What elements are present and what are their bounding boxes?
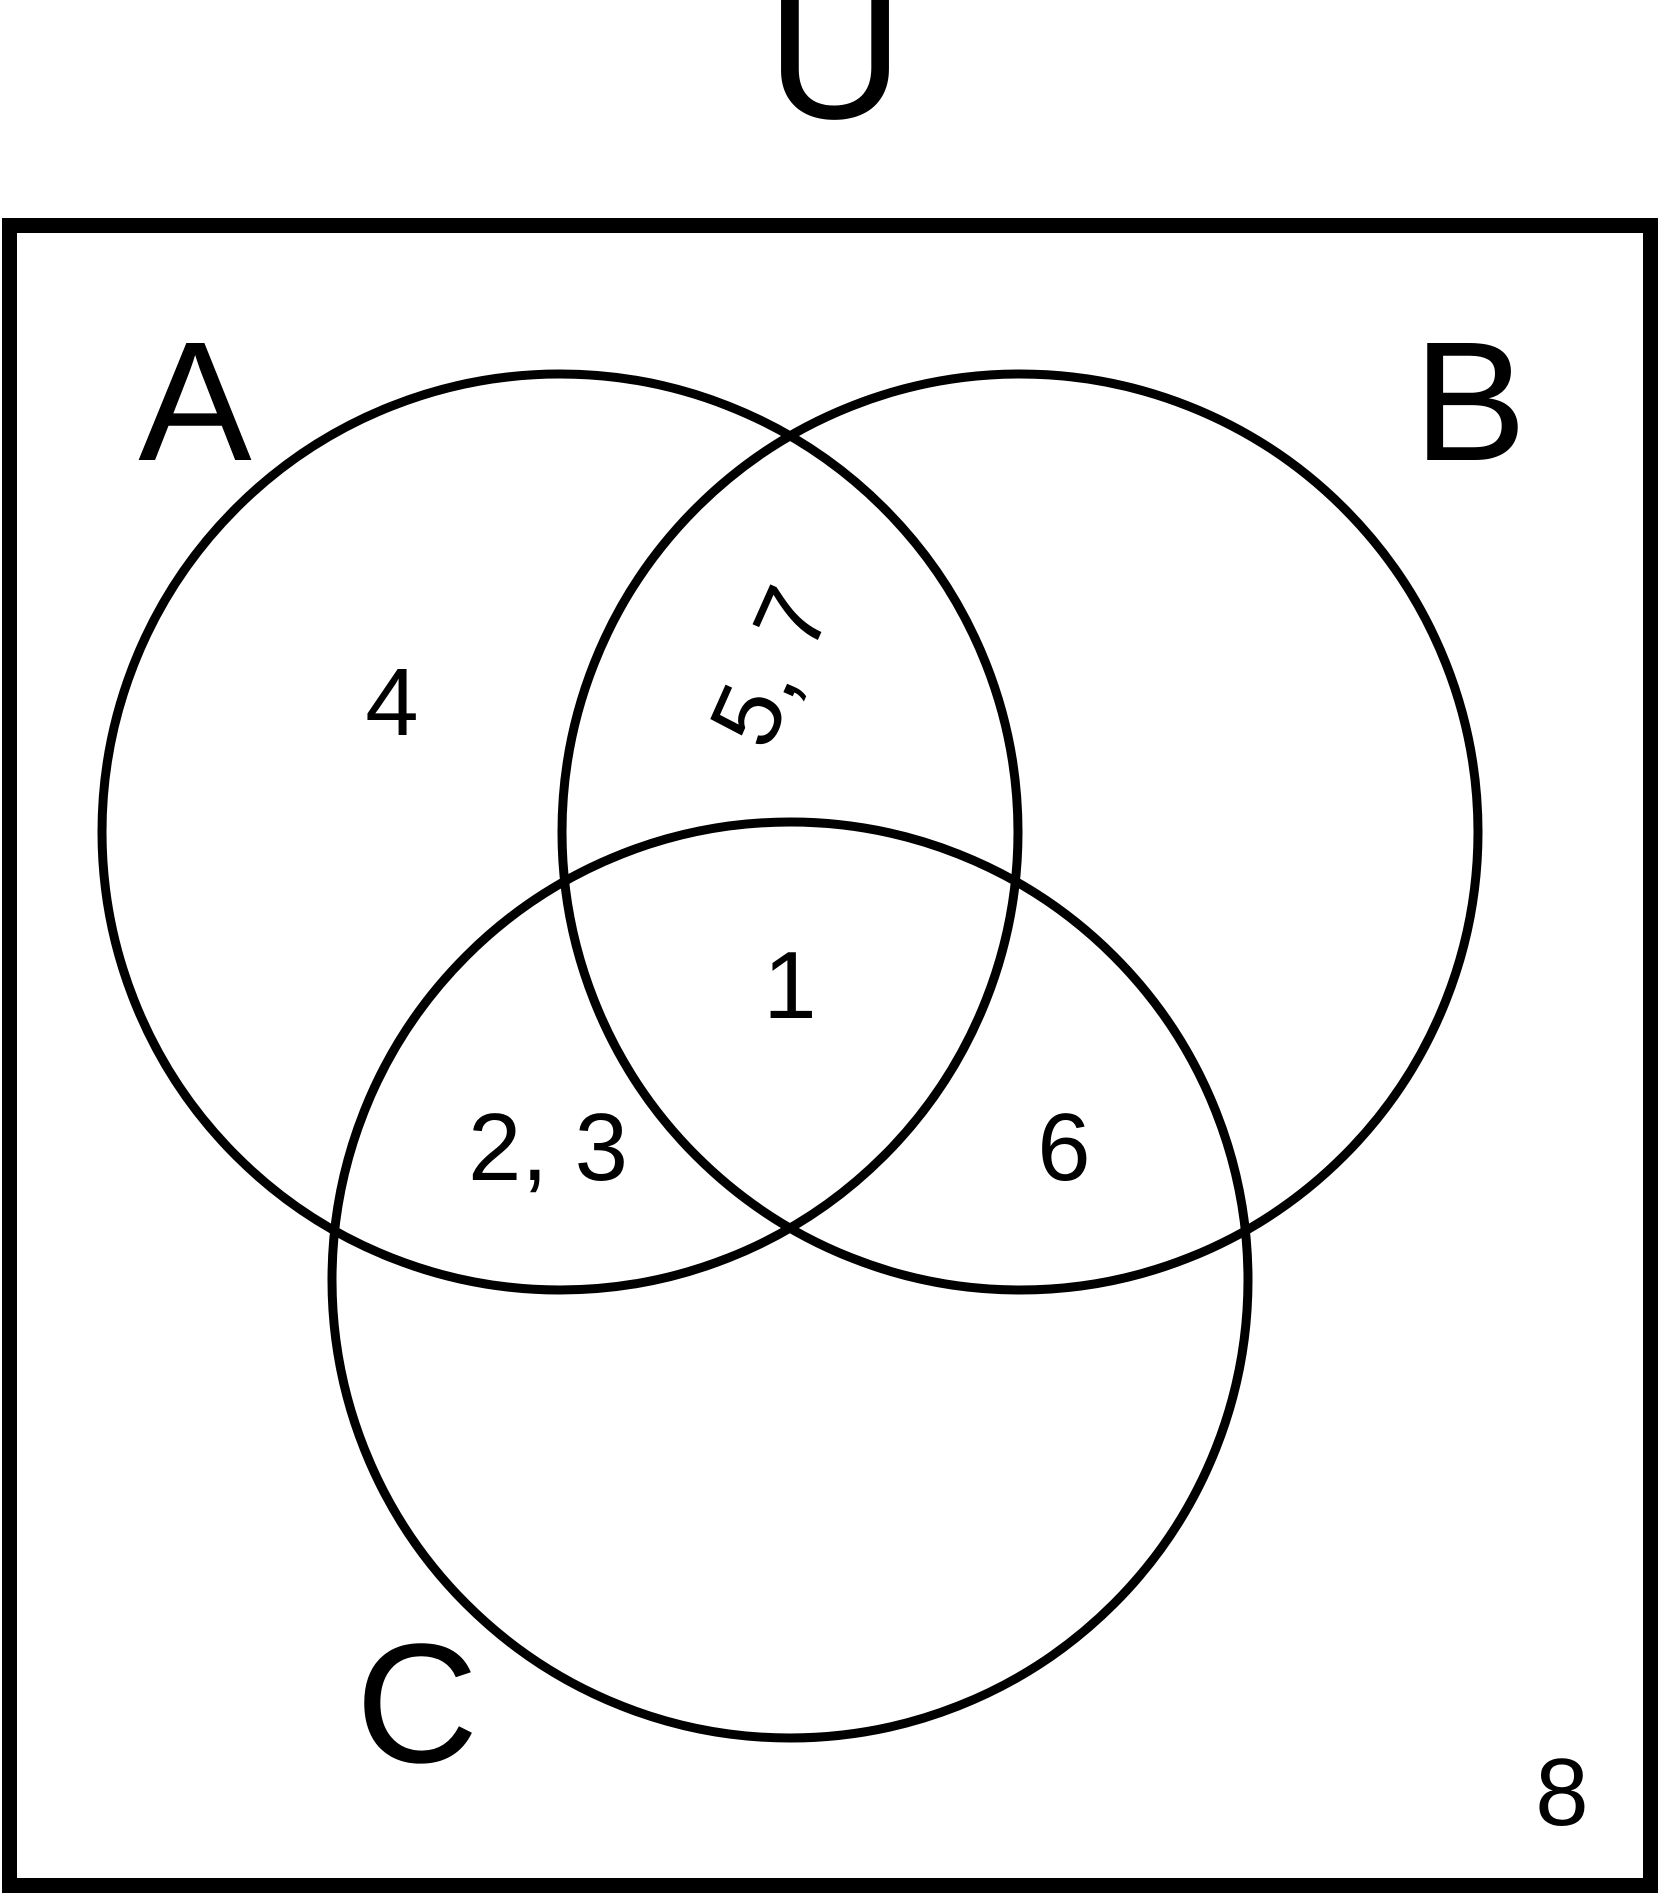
set-label-c: C	[356, 1609, 479, 1799]
set-label-b: B	[1413, 307, 1526, 497]
region-label-ac-only: 2, 3	[468, 1094, 628, 1201]
region-label-ab-only: 5, 7	[689, 572, 852, 762]
set-circle-c	[327, 817, 1253, 1743]
set-circle-a	[97, 369, 1023, 1295]
region-label-outside-all: 8	[1535, 1739, 1588, 1846]
region-label-abc: 1	[763, 932, 816, 1039]
set-label-a: A	[138, 307, 252, 497]
region-label-bc-only: 6	[1037, 1094, 1090, 1201]
universe-label: U	[766, 0, 903, 159]
universe-rectangle	[2, 218, 1658, 1893]
set-circle-b	[557, 369, 1483, 1295]
region-label-a-only: 4	[365, 649, 418, 756]
